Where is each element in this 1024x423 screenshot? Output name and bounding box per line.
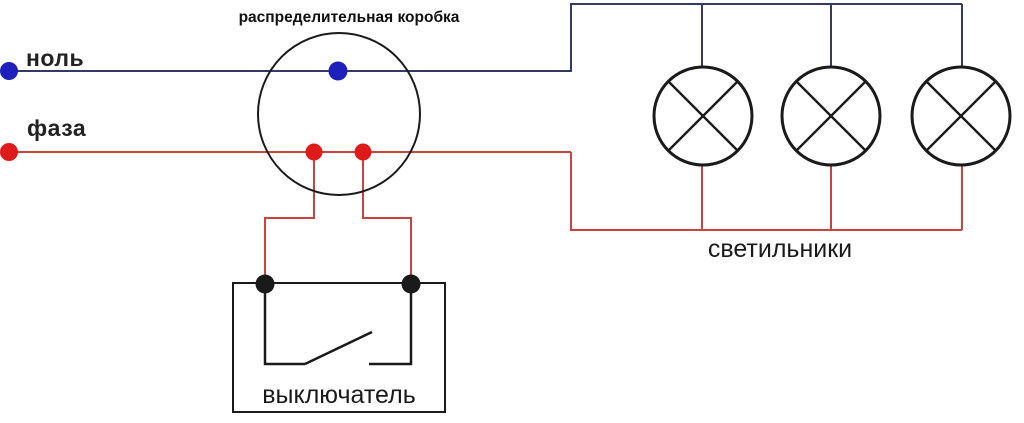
lamp-circle bbox=[780, 65, 882, 167]
neutral-wire bbox=[8, 3, 963, 72]
switch-box bbox=[232, 282, 446, 413]
phase-source-terminal bbox=[0, 143, 18, 161]
phase-junction-dot bbox=[354, 143, 372, 161]
lamp-cross-line bbox=[925, 80, 997, 152]
switch-group bbox=[232, 282, 446, 413]
lamp-circle bbox=[910, 65, 1012, 167]
switch-blade bbox=[304, 330, 373, 366]
lamp-cross-line bbox=[667, 80, 739, 152]
switch-label: выключатель bbox=[262, 381, 416, 409]
lamp-icon bbox=[910, 65, 1012, 167]
lamp-cross-line bbox=[795, 80, 867, 152]
lamp-circle bbox=[652, 65, 754, 167]
phase-from-switch-right bbox=[362, 152, 412, 284]
junction-box-label: распределительная коробка bbox=[238, 9, 460, 26]
switch-right-contact bbox=[369, 285, 413, 366]
neutral-source-terminal bbox=[0, 62, 18, 80]
phase-label: фаза bbox=[27, 115, 87, 141]
phase-junction-dot bbox=[305, 143, 323, 161]
junction-box-icon bbox=[257, 32, 421, 196]
neutral-label: ноль bbox=[26, 45, 85, 71]
phase-bus-bottom bbox=[570, 152, 962, 231]
lamps-group bbox=[652, 65, 1012, 167]
lamp-icon bbox=[652, 65, 754, 167]
phase-to-switch-left bbox=[264, 152, 315, 284]
switch-terminal-dot bbox=[255, 274, 275, 294]
neutral-junction-dot bbox=[328, 61, 348, 81]
switch-terminal-dot bbox=[401, 274, 421, 294]
switch-left-contact bbox=[263, 285, 305, 366]
phase-wire bbox=[8, 151, 963, 284]
lamp-icon bbox=[780, 65, 882, 167]
neutral-wire-main bbox=[8, 3, 962, 72]
lamps-label: светильники bbox=[707, 235, 853, 263]
